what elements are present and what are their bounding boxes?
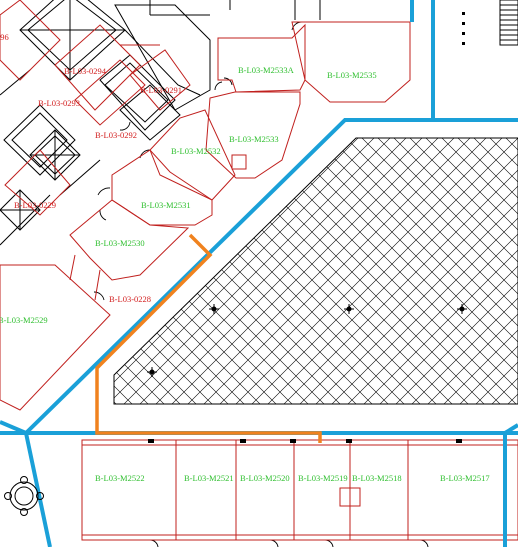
room-label-m2530: B-L03-M2530 <box>95 238 145 248</box>
room-label-m2532: B-L03-M2532 <box>171 146 221 156</box>
room-label-m2518: B-L03-M2518 <box>352 473 402 483</box>
room-label-m2517: B-L03-M2517 <box>440 473 490 483</box>
room-label-0291: B-L03-0291 <box>140 85 182 95</box>
room-label-m2521: B-L03-M2521 <box>184 473 234 483</box>
room-label-m2519: B-L03-M2519 <box>298 473 348 483</box>
column-marker-icon <box>457 304 467 314</box>
room-label-m2520: B-L03-M2520 <box>240 473 290 483</box>
column-markers <box>147 304 467 377</box>
room-label-m2533: B-L03-M2533 <box>229 134 279 144</box>
column-marker-icon <box>209 304 219 314</box>
room-label-0294: B-L03-0294 <box>64 66 107 76</box>
hatched-courtyard <box>113 137 518 405</box>
stairs-icon <box>462 0 518 46</box>
room-label-m2529: B-L03-M2529 <box>0 315 48 325</box>
room-label-m2522: B-L03-M2522 <box>95 473 145 483</box>
fixture-marks <box>148 439 462 443</box>
column-marker-icon <box>344 304 354 314</box>
room-label-m2531: B-L03-M2531 <box>141 200 191 210</box>
wall-structures <box>0 0 321 246</box>
room-label-0293: B-L03-0293 <box>38 98 80 108</box>
room-label-0229: B-L03-0229 <box>14 200 56 210</box>
room-label-0228: B-L03-0228 <box>109 294 151 304</box>
room-label-m2535: B-L03-M2535 <box>327 70 377 80</box>
column-marker-icon <box>147 367 157 377</box>
room-label-0292: B-L03-0292 <box>95 130 137 140</box>
room-label-0296: 296 <box>0 32 9 42</box>
compass-rose-icon <box>4 476 44 516</box>
highlighted-route <box>95 233 322 443</box>
room-label-m2533a: B-L03-M2533A <box>238 65 295 75</box>
